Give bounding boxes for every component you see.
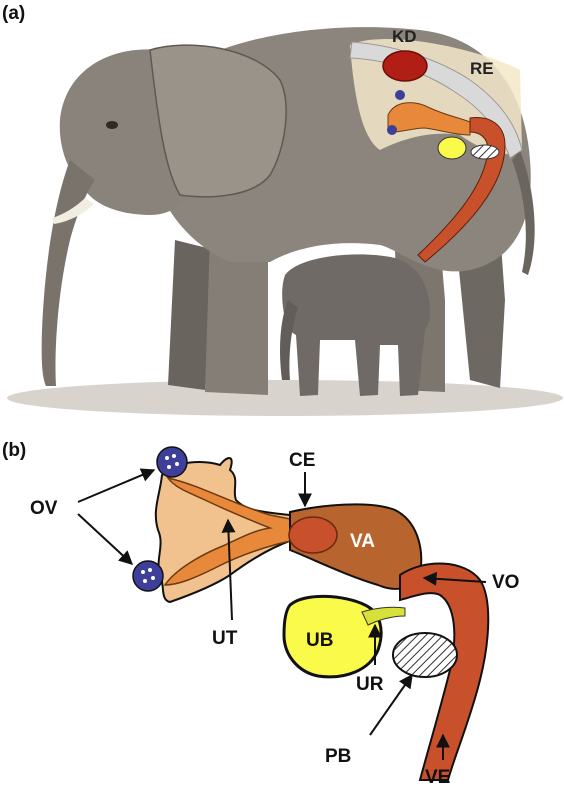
cervix [288, 516, 338, 554]
adult-tail [512, 150, 535, 275]
panel-b: (b) [2, 440, 519, 788]
pubic-bone [392, 632, 458, 678]
calf-body [282, 254, 431, 396]
adult-tusk [52, 198, 94, 224]
mini-uterus [387, 102, 471, 136]
arrow-ov-lower [77, 513, 134, 565]
adult-front-leg-near [205, 235, 268, 395]
arrow-vo [422, 571, 487, 586]
label-ve: VE [425, 767, 450, 788]
ovary-lower [132, 560, 164, 592]
mini-bladder [437, 136, 467, 160]
arrow-pb [369, 673, 413, 736]
adult-trunk [41, 160, 95, 386]
label-ub: UB [306, 630, 333, 651]
arrow-ut [221, 518, 236, 621]
calf-trunk [280, 300, 298, 380]
label-ut: UT [212, 628, 238, 649]
label-pb: PB [325, 746, 351, 767]
adult-elephant [41, 27, 535, 395]
panel-a: (a) [2, 3, 563, 416]
urinary-bladder [282, 594, 383, 679]
mini-vagina-vestibule [417, 116, 506, 263]
adult-front-leg-far [168, 240, 215, 390]
mini-pubic-bone [470, 144, 500, 160]
adult-ear [149, 44, 287, 198]
internal-anatomy-overlay [349, 39, 523, 263]
vestibule [399, 562, 490, 781]
label-ur: UR [356, 674, 384, 695]
label-kd: KD [392, 27, 417, 46]
panel-b-label: (b) [2, 440, 26, 461]
label-ov: OV [30, 498, 58, 519]
adult-eye [106, 121, 118, 129]
label-va: VA [350, 531, 375, 552]
kidney [382, 50, 428, 82]
urethra [361, 606, 406, 626]
label-vo: VO [492, 572, 519, 593]
arrow-ov-upper [77, 468, 156, 503]
ground [7, 380, 563, 416]
uterus [163, 476, 296, 586]
calf-elephant [280, 254, 431, 396]
mini-ovary-upper [395, 90, 405, 100]
ovary-upper [156, 446, 188, 478]
label-re: RE [470, 59, 494, 78]
mini-ovary-lower [387, 125, 397, 135]
label-ce: CE [289, 450, 315, 471]
panel-a-label: (a) [2, 3, 25, 24]
